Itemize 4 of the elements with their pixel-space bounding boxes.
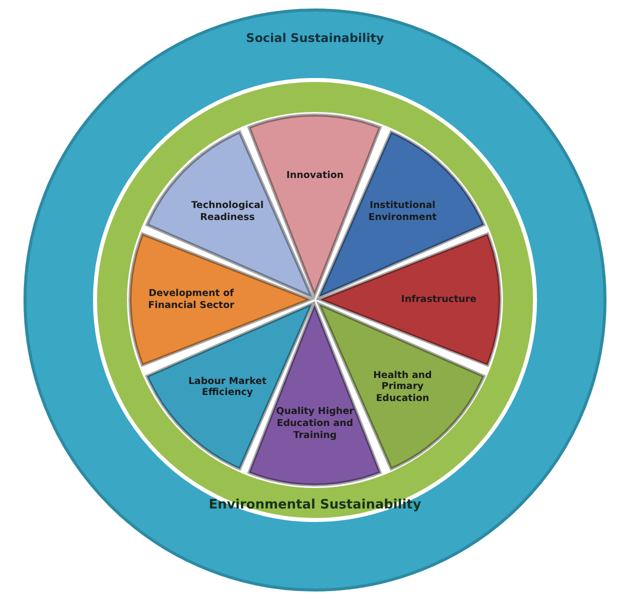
slice-label: Institutional Environment bbox=[367, 200, 438, 224]
ring-title: Social Sustainability bbox=[246, 31, 384, 45]
slice-label: Health and Primary Education bbox=[372, 370, 433, 406]
slice-label: Labour Market Efficiency bbox=[187, 376, 268, 400]
